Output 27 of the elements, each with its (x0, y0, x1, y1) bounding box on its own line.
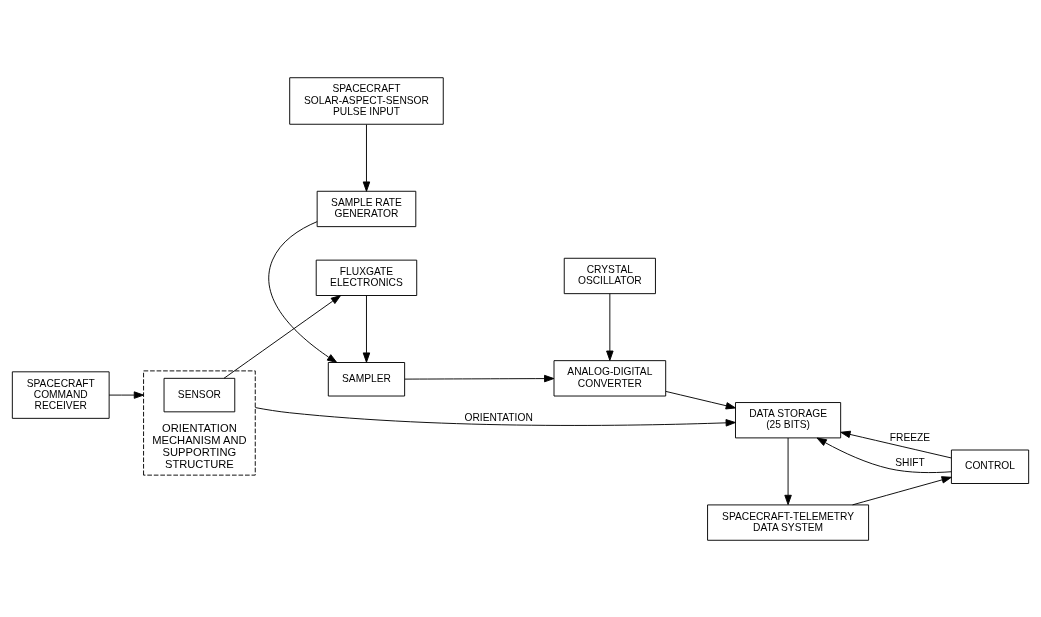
arrow (108, 390, 145, 399)
node-box: SAMPLE RATE GENERATOR (316, 190, 417, 227)
node-box: ANALOG-DIGITAL CONVERTER (553, 359, 667, 396)
arrow (223, 294, 342, 379)
arrow (784, 437, 792, 505)
arrow (404, 374, 555, 382)
arrow (362, 294, 371, 363)
edge-label: ORIENTATION (464, 411, 533, 423)
node-box: SPACECRAFT-TELEMETRY DATA SYSTEM (707, 503, 870, 541)
arrow (816, 437, 952, 473)
edge-label: FREEZE (889, 431, 931, 443)
arrow (606, 292, 614, 361)
arrow (362, 123, 371, 192)
node-box: SAMPLER (327, 361, 406, 396)
node-box: DATA STORAGE (25 BITS) (735, 401, 842, 438)
arrow (268, 220, 338, 363)
node-box: SPACECRAFT COMMAND RECEIVER (11, 370, 110, 419)
node-box: CRYSTAL OSCILLATOR (563, 257, 656, 294)
arrow (852, 475, 952, 505)
node-box: SENSOR (163, 377, 236, 412)
arrow (665, 390, 736, 409)
arrow (840, 430, 952, 458)
node-box: CONTROL (950, 449, 1030, 484)
node-box: FLUXGATE ELECTRONICS (315, 259, 418, 296)
edge-label: SHIFT (895, 456, 925, 468)
arrow (254, 406, 736, 427)
node-box: SPACECRAFT SOLAR-ASPECT-SENSOR PULSE INPUT (289, 76, 444, 125)
